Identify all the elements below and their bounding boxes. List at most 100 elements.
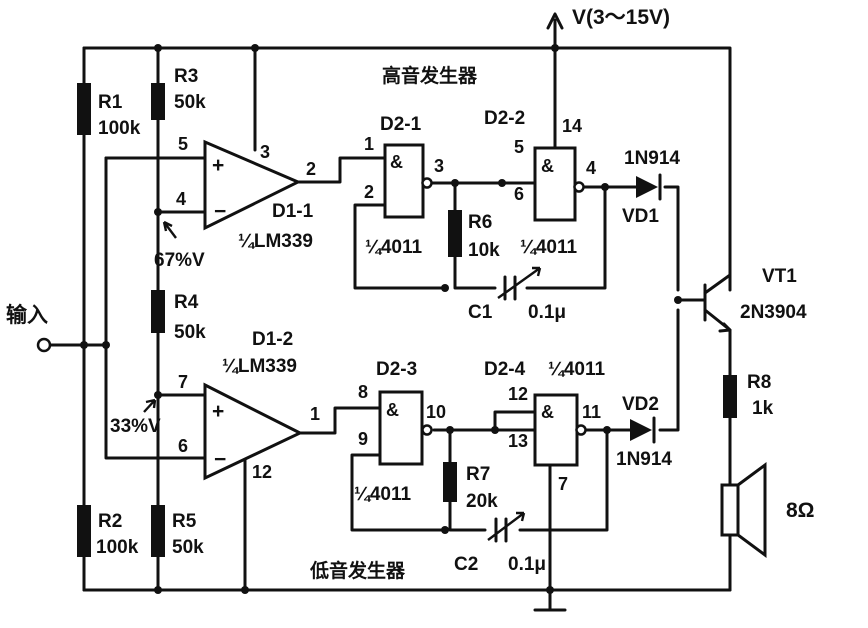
vt1-part: 2N3904 [740, 302, 807, 323]
c2-value: 0.1μ [508, 554, 546, 575]
vd1-name: VD1 [622, 206, 659, 227]
pin-label: 4 [176, 189, 186, 209]
r6-value: 10k [468, 240, 500, 261]
pin-label: 2 [364, 182, 374, 202]
resistor-r2: R2 100k [77, 505, 139, 558]
r6-name: R6 [468, 212, 492, 233]
pin-label: 12 [508, 384, 528, 404]
r2-value: 100k [96, 537, 139, 558]
diode-vd2: VD2 1N914 [616, 394, 672, 470]
d2-1-part: ¼4011 [365, 237, 422, 258]
minus-sign: − [214, 448, 226, 471]
d2-4-name: D2-4 [484, 359, 526, 380]
d2-4-part: ¼4011 [548, 359, 605, 380]
r1-name: R1 [98, 92, 123, 113]
d1-2-name: D1-2 [252, 329, 293, 350]
pin-label: 3 [260, 142, 270, 162]
d1-1-name: D1-1 [272, 201, 314, 222]
r5-value: 50k [172, 537, 204, 558]
r8-name: R8 [747, 372, 771, 393]
r8-value: 1k [752, 398, 774, 419]
pin-label: 1 [364, 134, 374, 154]
pin-label: 11 [582, 402, 601, 422]
supply-label: V(3～15V) [572, 6, 670, 29]
resistor-r4: R4 50k [151, 290, 206, 343]
pin-label: 4 [586, 158, 596, 178]
pin-label: 2 [306, 159, 316, 179]
r3-name: R3 [174, 66, 198, 87]
supply-arrow-icon [546, 12, 564, 30]
input-label: 输入 [6, 303, 48, 327]
d2-1-name: D2-1 [380, 114, 422, 135]
capacitor-c2: C2 0.1μ [454, 511, 546, 575]
pct-low-label: 33%V [110, 416, 161, 437]
r5-name: R5 [172, 511, 197, 532]
wiring [48, 18, 732, 612]
resistor-r1: R1 100k [77, 83, 141, 139]
arrow-icon [143, 398, 157, 413]
capacitor-c1: C1 0.1μ [468, 266, 566, 323]
and-symbol: & [541, 156, 554, 176]
and-symbol: & [386, 400, 399, 420]
nand-gate-d2-3: & 8 9 10 D2-3 ¼4011 [354, 359, 446, 505]
nand-gate-d2-1: & 1 2 3 D2-1 ¼4011 [364, 114, 444, 258]
pin-label: 14 [562, 116, 582, 136]
resistor-r7: R7 20k [443, 462, 498, 512]
d2-3-part: ¼4011 [354, 484, 411, 505]
plus-sign: + [212, 400, 224, 423]
r1-value: 100k [98, 118, 141, 139]
comparator-d1-2: + − 7 6 12 1 D1-2 ¼LM339 [178, 329, 320, 482]
c1-value: 0.1μ [528, 302, 566, 323]
resistor-r5: R5 50k [151, 505, 204, 558]
nand-gate-d2-4: & 12 13 11 7 D2-4 ¼4011 [484, 359, 605, 494]
minus-sign: − [214, 200, 226, 223]
pin-label: 13 [508, 431, 528, 451]
vd2-part: 1N914 [616, 449, 672, 470]
d1-2-part: ¼LM339 [222, 356, 297, 377]
pct-high-label: 67%V [154, 250, 205, 271]
d2-2-name: D2-2 [484, 108, 525, 129]
d2-3-name: D2-3 [376, 359, 417, 380]
pin-label: 6 [178, 436, 188, 456]
speaker-value: 8Ω [786, 499, 815, 522]
pin-label: 7 [558, 474, 568, 494]
pin-label: 5 [178, 134, 188, 154]
pin-label: 3 [434, 156, 444, 176]
plus-sign: + [212, 154, 224, 177]
pin-label: 12 [252, 462, 272, 482]
high-tone-generator-title: 高音发生器 [382, 64, 478, 87]
d2-2-part: ¼4011 [520, 237, 577, 258]
vt1-name: VT1 [762, 266, 797, 287]
speaker-icon: 8Ω [720, 462, 815, 558]
pin-label: 9 [358, 429, 368, 449]
r2-name: R2 [98, 511, 122, 532]
r7-name: R7 [466, 464, 490, 485]
r7-value: 20k [466, 491, 498, 512]
r3-value: 50k [174, 92, 206, 113]
pin-label: 7 [178, 372, 188, 392]
comparator-d1-1: + − 5 4 3 2 D1-1 ¼LM339 [176, 134, 316, 252]
transistor-vt1: VT1 2N3904 [718, 266, 807, 333]
diode-vd1: 1N914 VD1 [622, 148, 680, 227]
and-symbol: & [541, 402, 554, 422]
low-tone-generator-title: 低音发生器 [309, 559, 406, 582]
resistor-r8: R8 1k [723, 372, 774, 419]
r4-value: 50k [174, 322, 206, 343]
and-symbol: & [390, 152, 403, 172]
c1-name: C1 [468, 302, 493, 323]
input-terminal [36, 337, 52, 353]
pin-label: 8 [358, 382, 368, 402]
pin-label: 10 [426, 402, 446, 422]
resistor-r6: R6 10k [448, 210, 500, 261]
pin-label: 6 [514, 184, 524, 204]
r4-name: R4 [174, 292, 199, 313]
arrow-icon [162, 220, 177, 239]
c2-name: C2 [454, 554, 478, 575]
resistor-r3: R3 50k [151, 66, 206, 120]
pin-label: 1 [310, 404, 320, 424]
pin-label: 5 [514, 137, 524, 157]
d1-1-part: ¼LM339 [238, 231, 313, 252]
junction-dots [80, 44, 682, 594]
vd2-name: VD2 [622, 394, 659, 415]
